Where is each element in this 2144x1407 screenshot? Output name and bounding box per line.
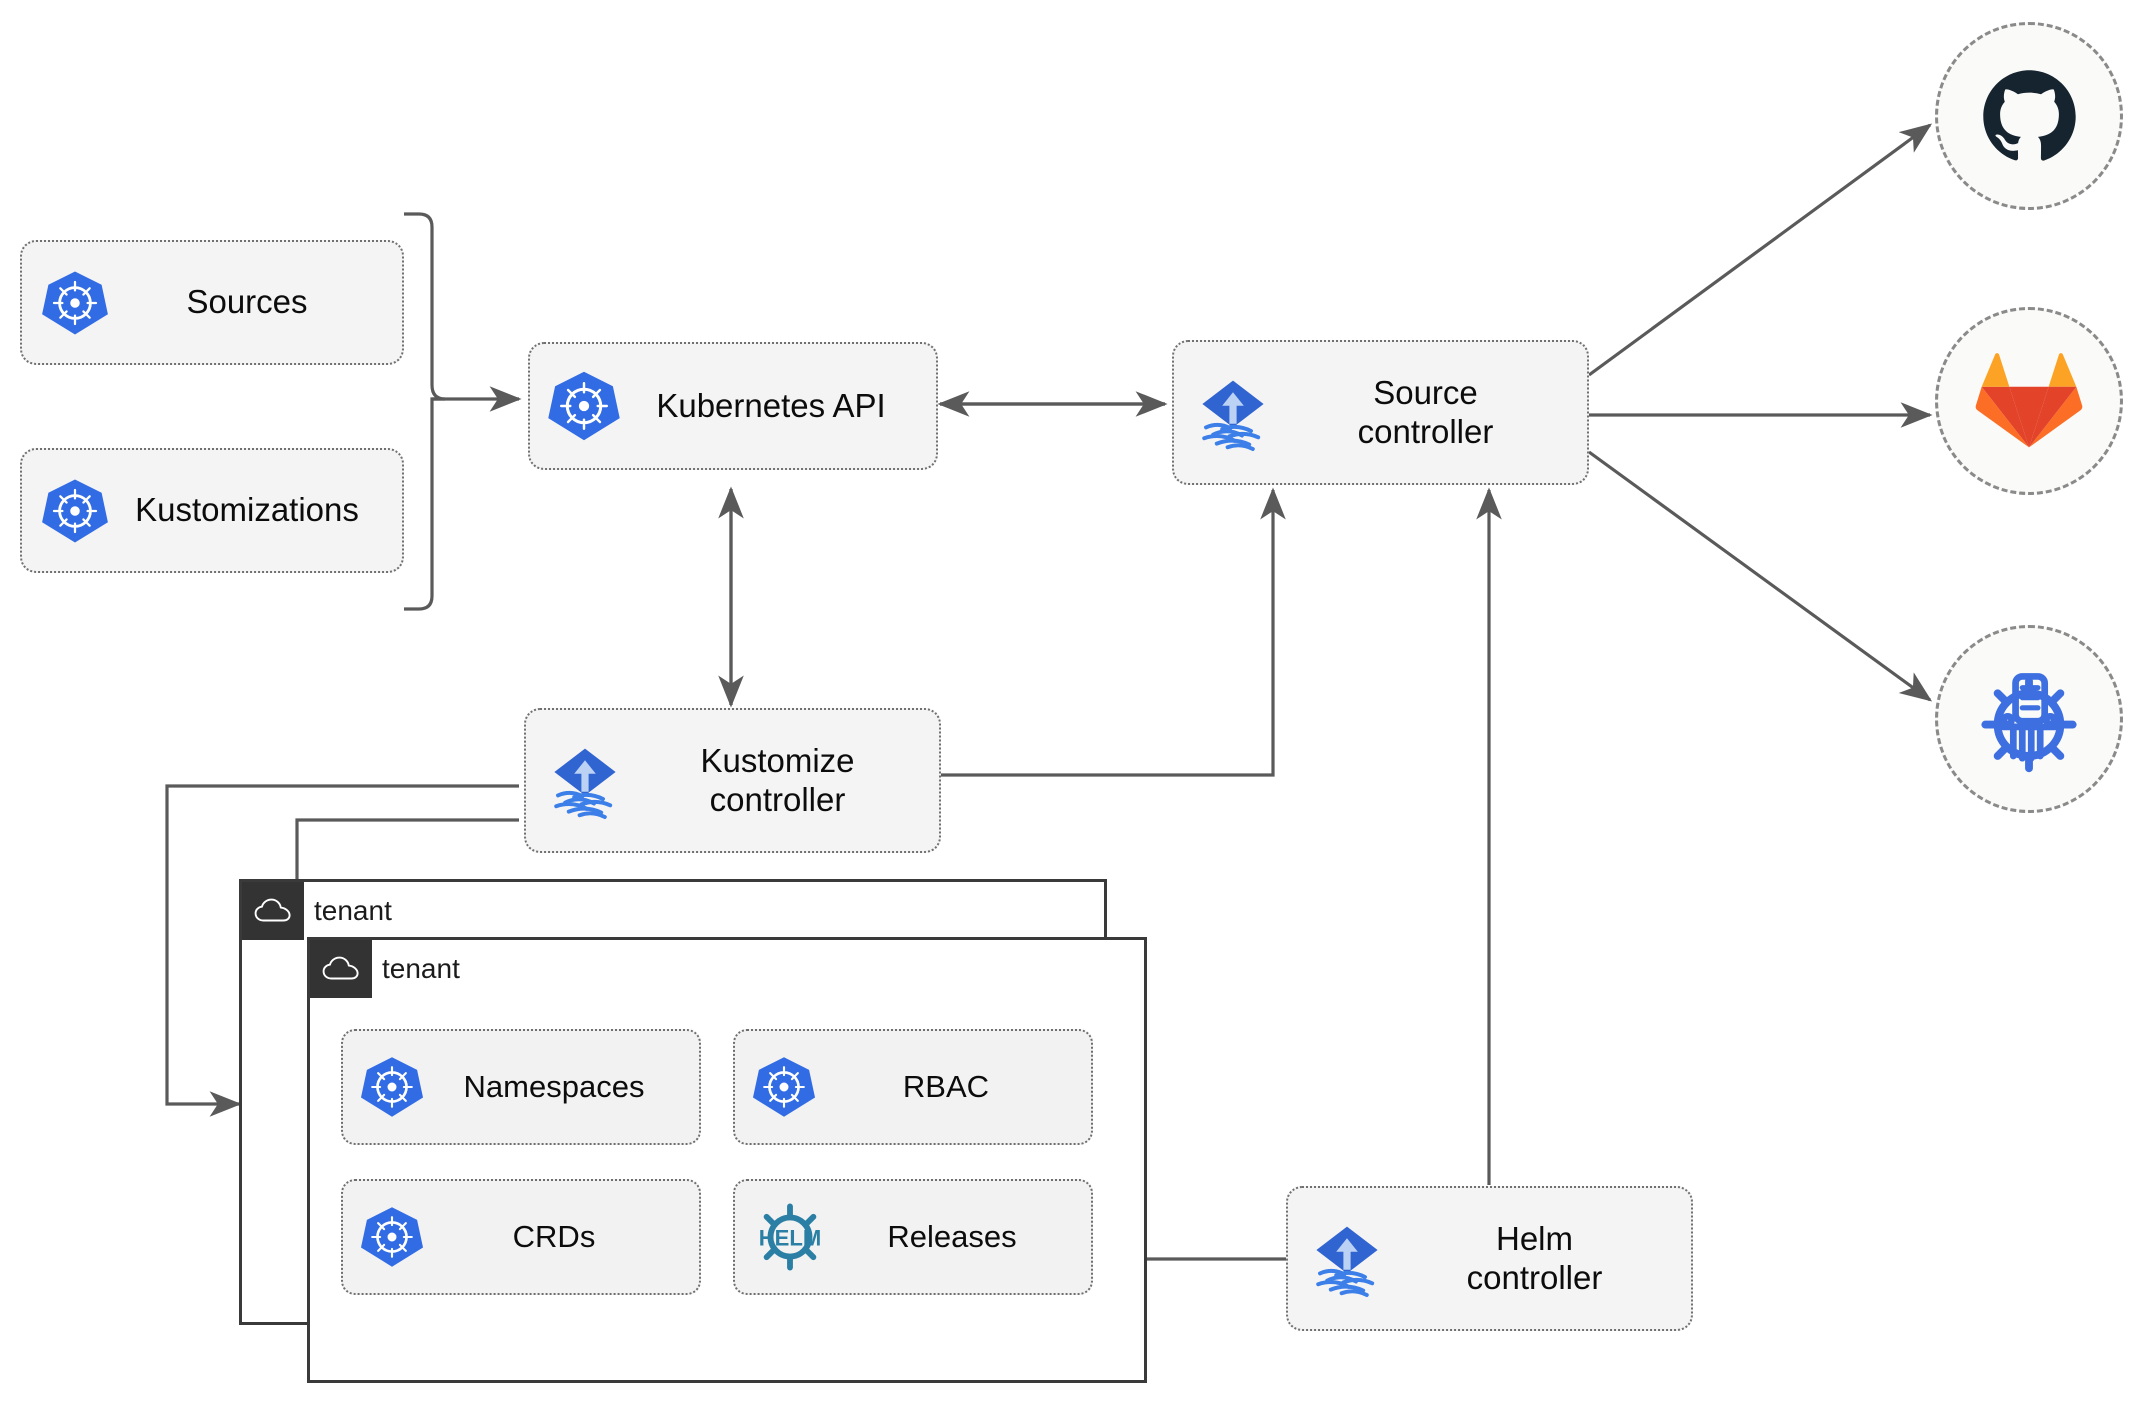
resource-rbac[interactable]: RBAC [733,1029,1093,1145]
node-sources[interactable]: Sources [20,240,404,365]
tenant-title-front: tenant [382,953,460,984]
resource-namespaces[interactable]: Namespaces [341,1029,701,1145]
gitlab-icon [1975,353,2083,448]
helm-repository-icon [1981,673,2077,773]
kubernetes-icon [751,1054,817,1120]
resource-rbac-label: RBAC [902,1069,990,1104]
arrow-sourcectrl-to-helmrepo [1588,450,1933,702]
tenant-container-front[interactable]: tenant [307,937,1147,1383]
arrow-kustomizectrl-to-sourcectrl [941,487,1286,777]
kubernetes-icon [359,1054,425,1120]
resource-namespaces-label: Namespaces [463,1069,645,1104]
resource-releases[interactable]: HELM Releases [733,1179,1093,1295]
cloud-icon [242,882,304,940]
github-icon [1982,69,2076,161]
flux-icon [1188,368,1278,458]
source-group-bracket [404,212,446,611]
resource-crds[interactable]: CRDs [341,1179,701,1295]
flux-icon [540,736,630,826]
endpoint-helm-repository[interactable] [1935,625,2123,813]
node-kustomizations-label: Kustomizations [135,491,359,529]
node-source-controller-label: Source controller [1357,373,1494,450]
helm-wordmark: HELM [759,1225,822,1250]
node-kustomizations[interactable]: Kustomizations [20,448,404,573]
helm-icon: HELM [751,1201,829,1273]
flux-icon [1302,1214,1392,1304]
cloud-icon [310,940,372,998]
endpoint-github[interactable] [1935,22,2123,210]
node-source-controller[interactable]: Source controller [1172,340,1589,485]
endpoint-gitlab[interactable] [1935,307,2123,495]
resource-releases-label: Releases [887,1219,1017,1254]
tenant-title-back: tenant [314,895,392,926]
node-helm-controller-label: Helm controller [1466,1219,1603,1296]
arrow-sourcectrl-to-github [1588,123,1933,377]
node-sources-label: Sources [186,283,308,321]
node-kubernetes-api[interactable]: Kubernetes API [528,342,938,470]
node-kustomize-controller[interactable]: Kustomize controller [524,708,941,853]
kubernetes-icon [546,368,622,444]
kubernetes-icon [40,476,110,546]
node-helm-controller[interactable]: Helm controller [1286,1186,1693,1331]
node-kubernetes-api-label: Kubernetes API [656,386,886,424]
kubernetes-icon [359,1204,425,1270]
node-kustomize-controller-label: Kustomize controller [700,741,855,818]
kubernetes-icon [40,268,110,338]
resource-crds-label: CRDs [512,1219,596,1254]
